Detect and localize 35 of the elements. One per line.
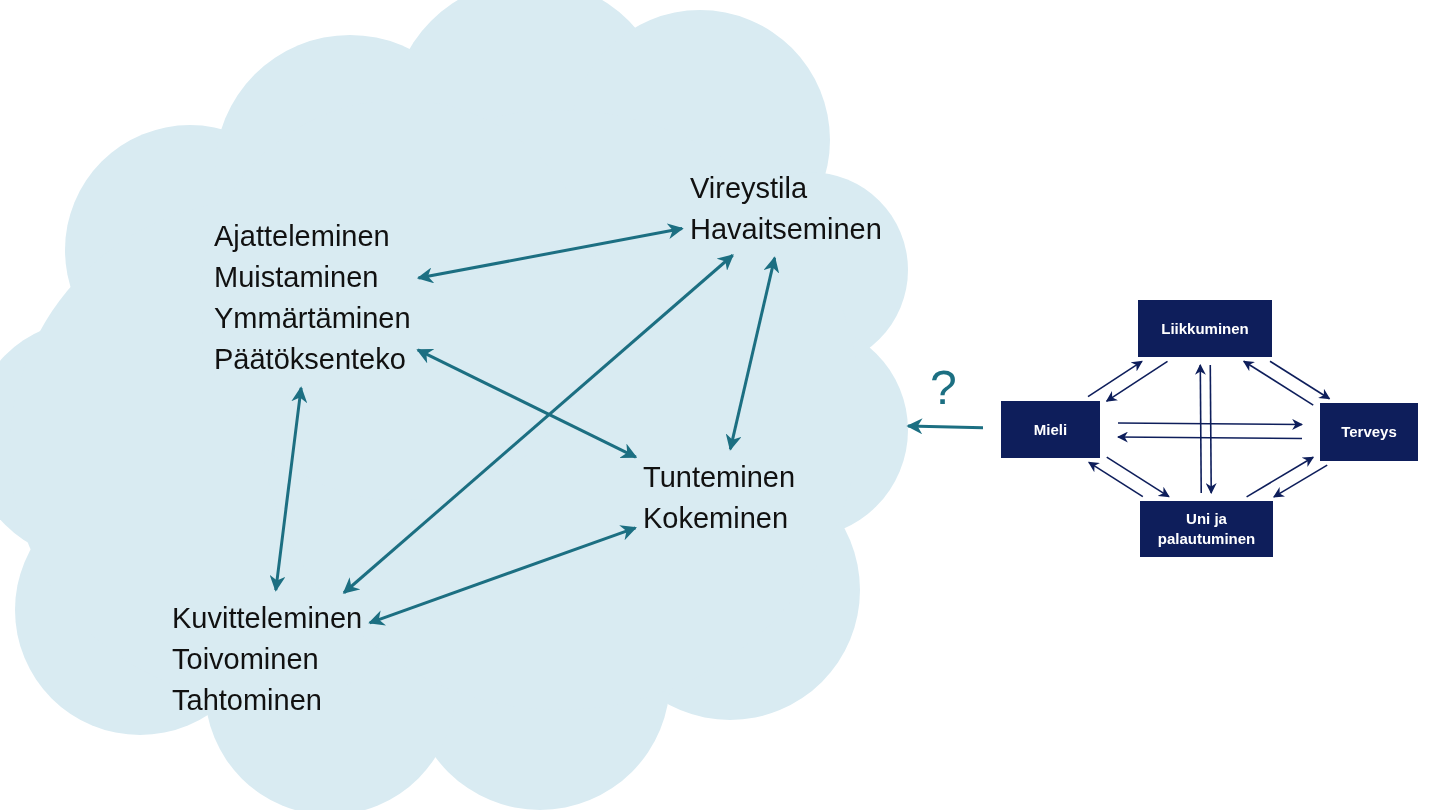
arrow xyxy=(1087,360,1143,398)
arrow xyxy=(1205,364,1217,495)
arrow xyxy=(1117,418,1304,430)
process-box: Mieli xyxy=(1001,401,1100,458)
arrow xyxy=(1273,464,1328,498)
arrow xyxy=(1088,461,1144,498)
arrow xyxy=(906,418,984,435)
process-box: Terveys xyxy=(1320,403,1418,461)
arrow xyxy=(342,254,734,594)
arrow xyxy=(1105,456,1170,498)
arrow xyxy=(416,348,638,459)
arrow xyxy=(1105,360,1169,402)
node-text: Ajatteleminen xyxy=(214,219,391,254)
node-text: Toivominen xyxy=(172,642,320,677)
arrow xyxy=(1245,456,1315,498)
node-text: Ymmärtäminen xyxy=(214,301,411,336)
node-text: Tahtominen xyxy=(172,683,323,718)
node-text: Kuvitteleminen xyxy=(172,601,363,636)
arrow xyxy=(416,223,684,284)
node-text: Tunteminen xyxy=(643,460,796,495)
arrow xyxy=(269,386,308,592)
node-text: Vireystila xyxy=(690,171,809,206)
process-box: Uni ja palautuminen xyxy=(1140,501,1273,557)
arrow xyxy=(1116,431,1303,443)
arrow xyxy=(1242,360,1315,406)
edge-label: ? xyxy=(930,362,957,414)
arrow xyxy=(1194,363,1206,494)
arrow xyxy=(725,256,780,451)
node-text: Havaitseminen xyxy=(690,212,882,247)
process-box: Liikkuminen xyxy=(1138,300,1272,357)
arrow xyxy=(368,525,637,626)
node-text: Päätöksenteko xyxy=(214,342,407,377)
arrow xyxy=(1269,360,1331,400)
node-text: Muistaminen xyxy=(214,260,380,295)
node-text: Kokeminen xyxy=(643,501,790,536)
